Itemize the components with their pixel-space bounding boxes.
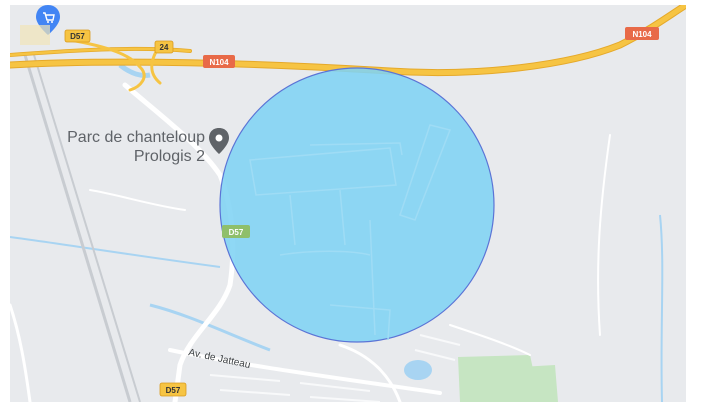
road-shield-n104-right: N104 bbox=[625, 27, 659, 40]
road-shield-d57-bottom: D57 bbox=[159, 382, 187, 397]
road-shield-d57-mid: D57 bbox=[222, 225, 250, 238]
map-canvas[interactable]: D57 24 N104 N104 D57 D57 Parc de chantel… bbox=[10, 5, 686, 402]
buildings-under-overlay bbox=[249, 124, 452, 341]
railway bbox=[23, 54, 141, 402]
poi-name-line1[interactable]: Parc de chanteloup bbox=[67, 129, 205, 146]
road-shield-24: 24 bbox=[154, 40, 174, 54]
road-label-24: 24 bbox=[160, 43, 169, 52]
poi-name-line2[interactable]: Prologis 2 bbox=[134, 148, 205, 165]
residential-blocks bbox=[209, 334, 461, 402]
road-shield-d57-top: D57 bbox=[64, 29, 91, 43]
road-label-d57-mid: D57 bbox=[229, 228, 244, 237]
pond bbox=[404, 360, 432, 380]
road-label-d57-top: D57 bbox=[70, 32, 85, 41]
water-features bbox=[10, 63, 664, 402]
road-label-n104-right: N104 bbox=[632, 30, 652, 39]
map-viewport[interactable]: D57 24 N104 N104 D57 D57 Parc de chantel… bbox=[10, 5, 686, 402]
road-label-n104-mid: N104 bbox=[209, 58, 229, 67]
radius-circle-overlay[interactable] bbox=[219, 67, 495, 343]
road-label-d57-bottom: D57 bbox=[166, 386, 181, 395]
map-pin-icon[interactable] bbox=[209, 128, 229, 154]
park-areas bbox=[458, 355, 558, 402]
shop-area bbox=[20, 25, 50, 45]
road-shield-n104-mid: N104 bbox=[203, 55, 235, 68]
